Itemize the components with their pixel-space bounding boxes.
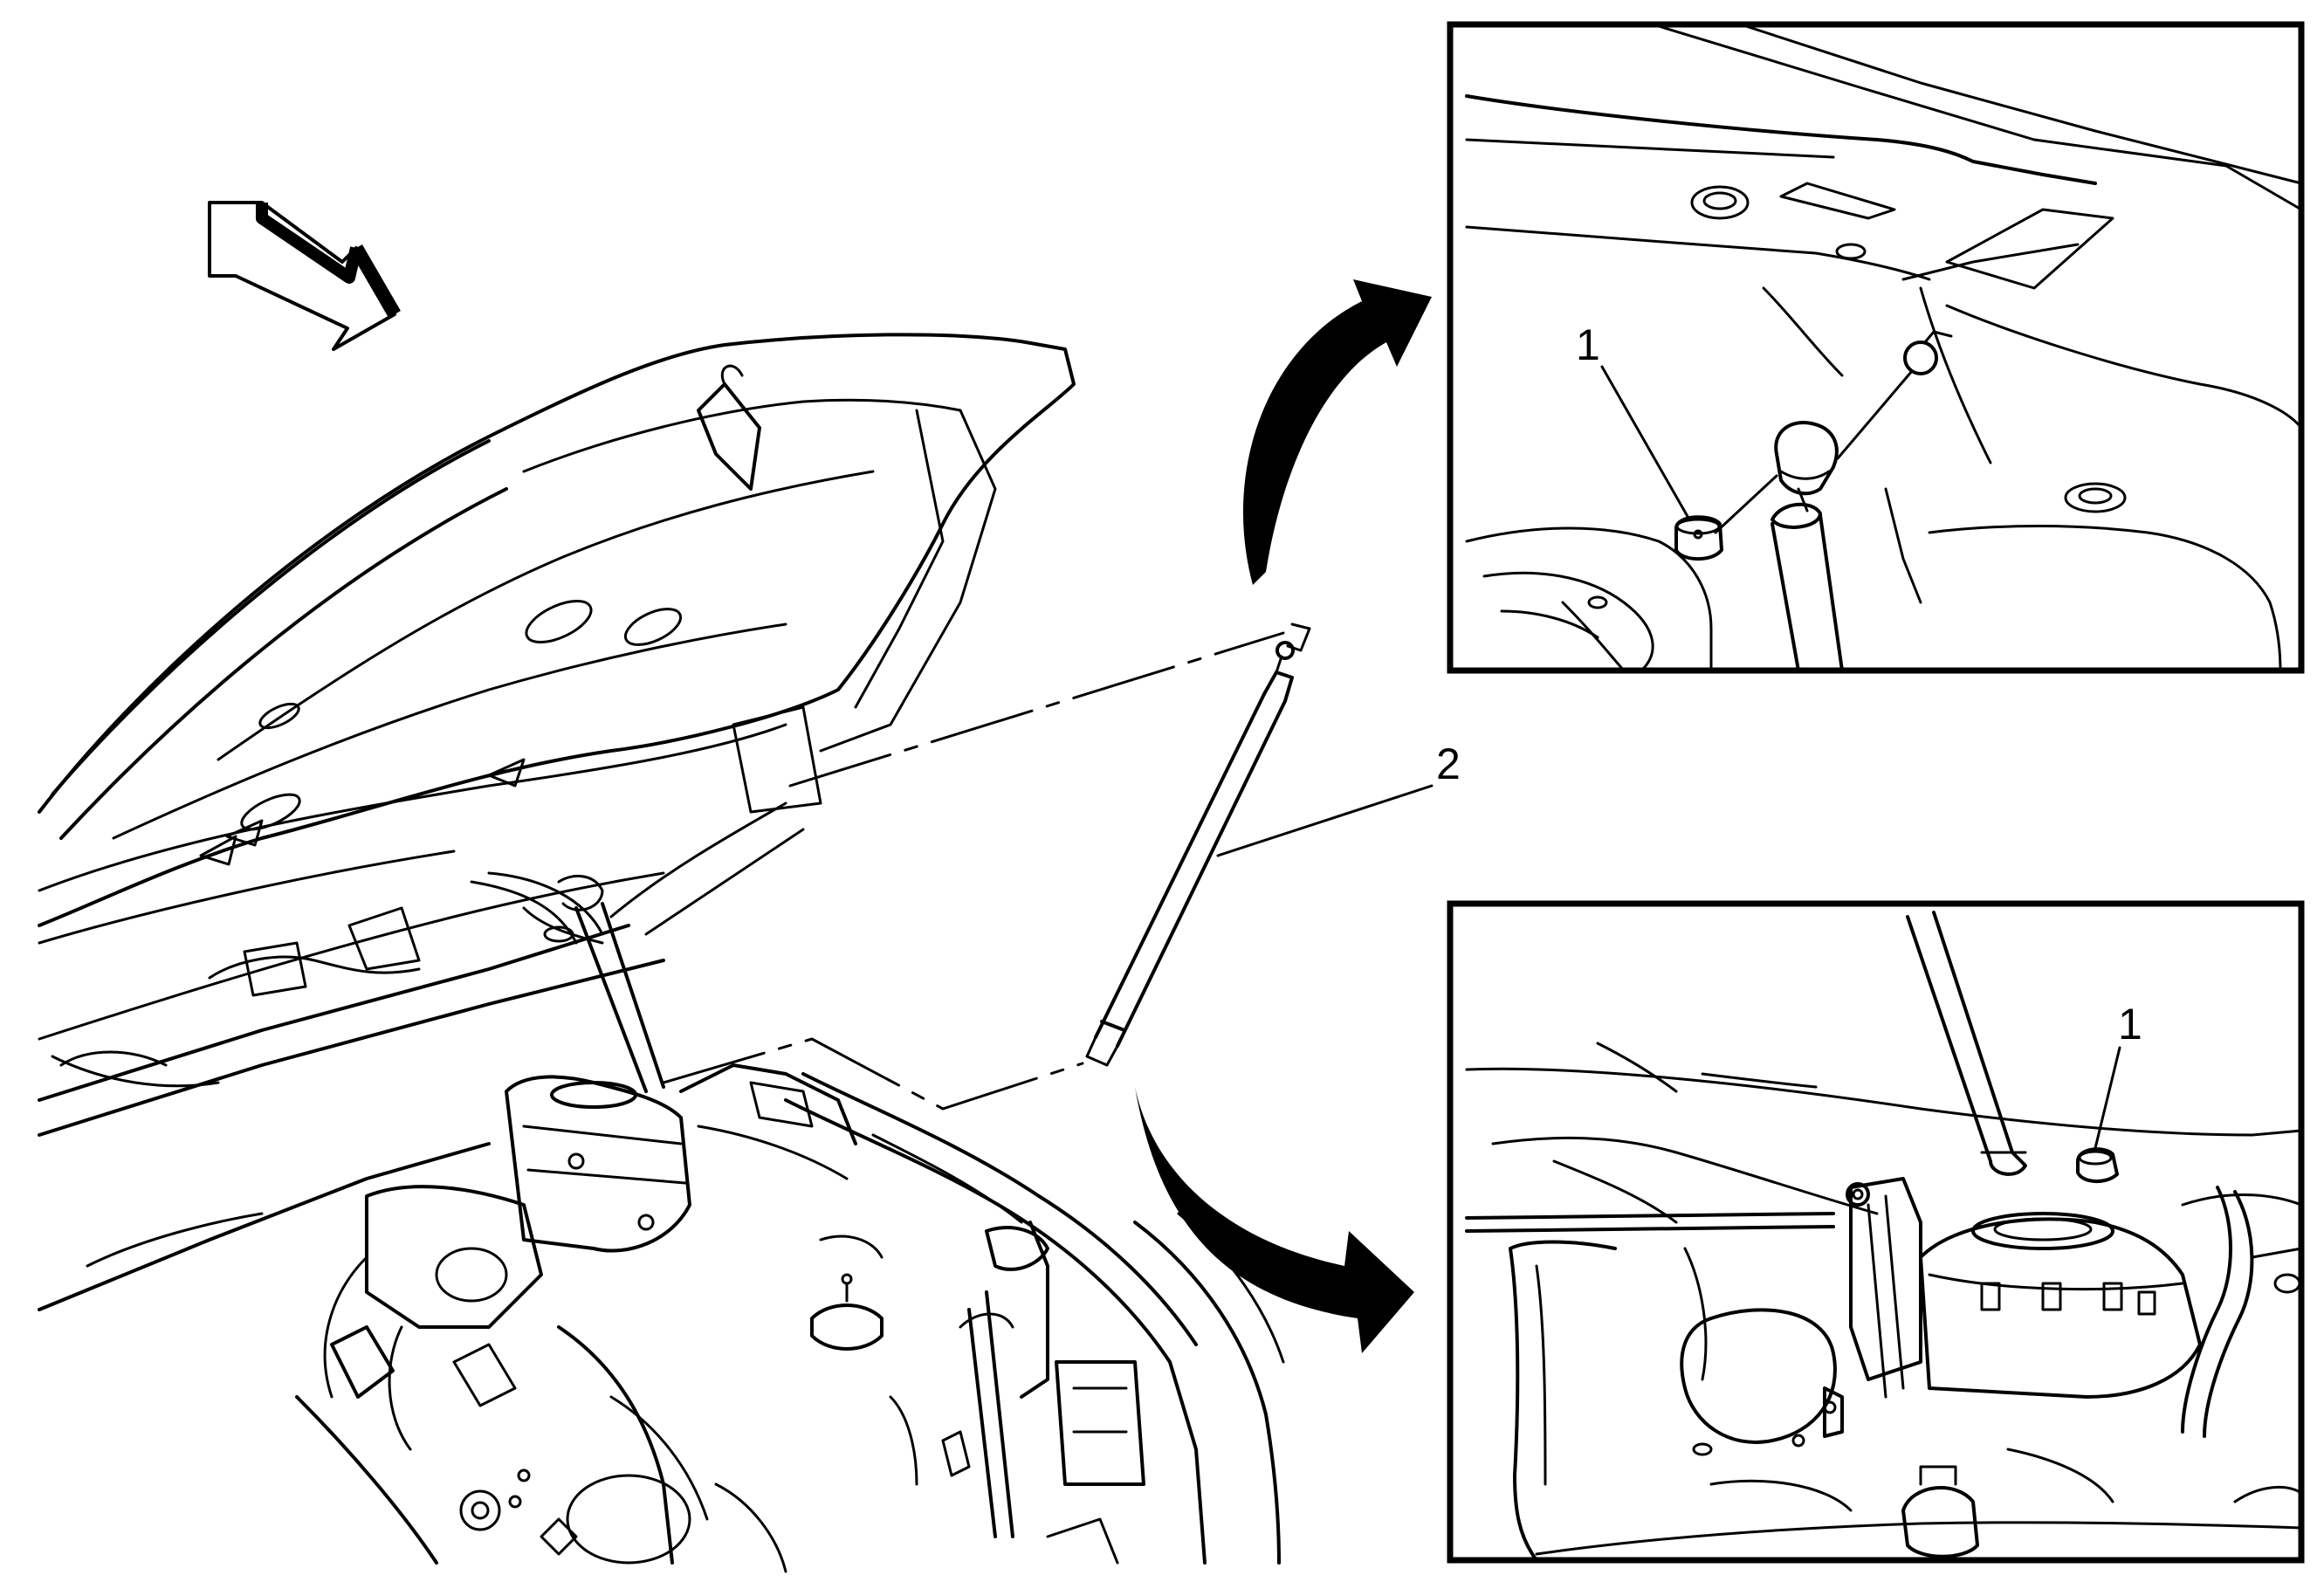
upper-detail-view: 1 xyxy=(1447,21,2305,674)
callout-label-1-lower: 1 xyxy=(2118,1000,2142,1049)
callout-label-2: 2 xyxy=(1436,739,1461,788)
callout-label-1-upper: 1 xyxy=(1576,320,1600,369)
view-direction-arrow xyxy=(208,201,401,351)
strut-callout-2: 2 xyxy=(1216,739,1461,857)
curved-arrow-upper xyxy=(1242,279,1432,585)
engine-bay xyxy=(38,871,1285,1573)
hood-strut xyxy=(1085,641,1295,1067)
leader-lines xyxy=(662,622,1311,1111)
open-hood xyxy=(38,333,1076,945)
curved-arrow-lower xyxy=(1135,1087,1414,1353)
lower-detail-view: 1 xyxy=(1447,900,2305,1564)
